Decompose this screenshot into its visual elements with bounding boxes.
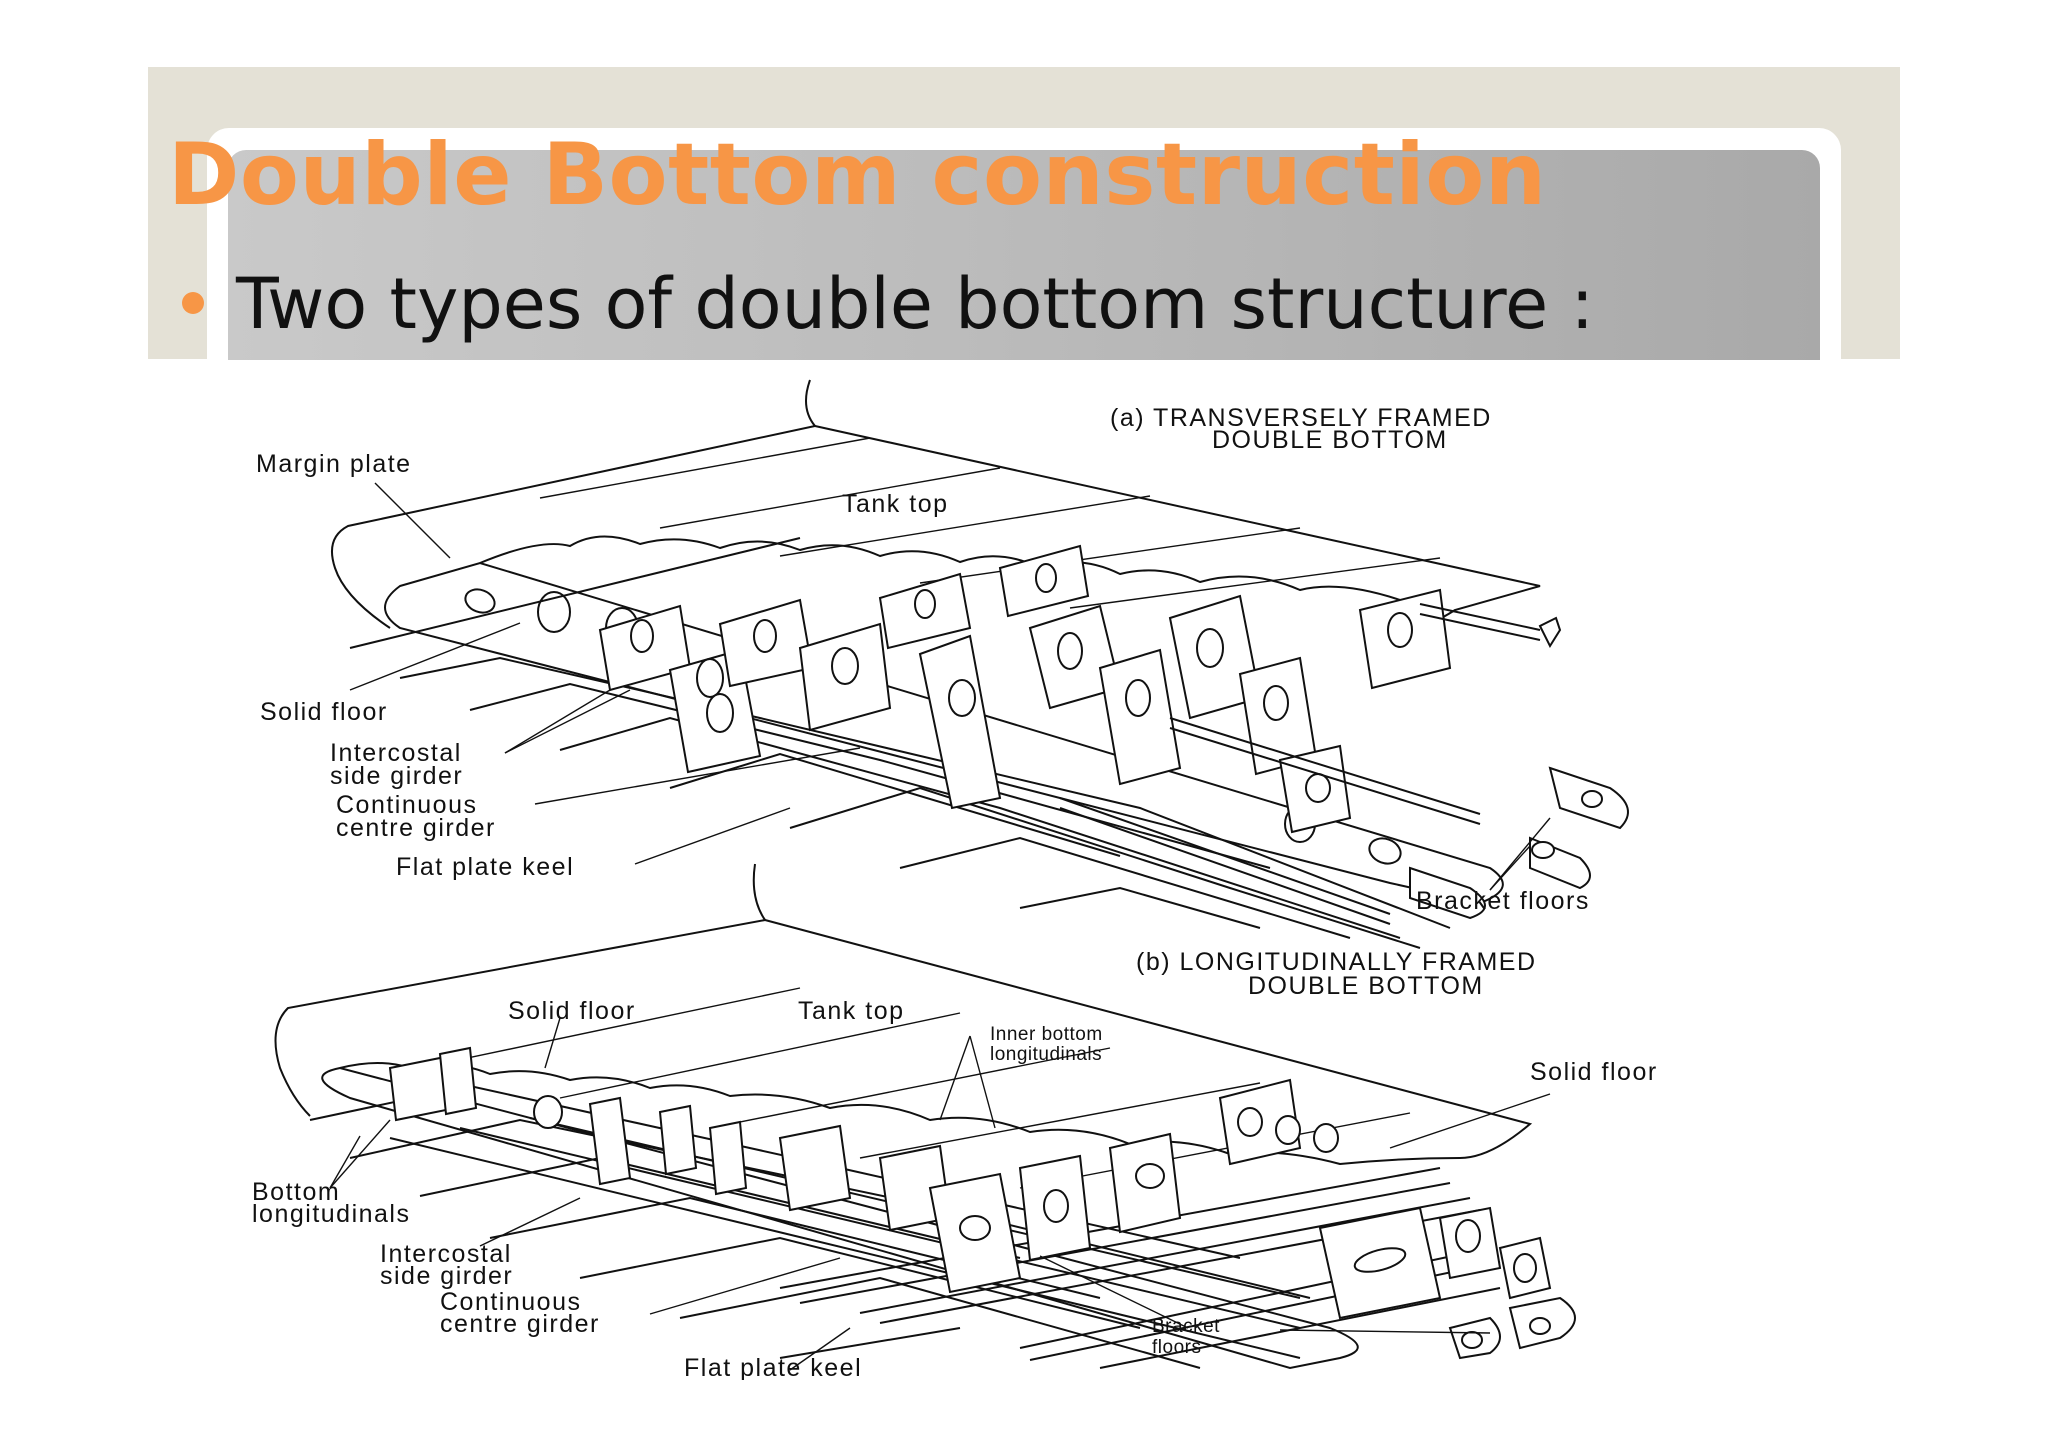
caption-b-line1: (b) LONGITUDINALLY FRAMED bbox=[1136, 948, 1537, 976]
label-inner-bottom-b-2: longitudinals bbox=[990, 1044, 1102, 1065]
slide-header-panel bbox=[228, 150, 1820, 360]
label-intercostal-a-2: side girder bbox=[330, 762, 463, 790]
label-bracket-floors-b-1: Bracket bbox=[1152, 1316, 1220, 1337]
bullet-text: Two types of double bottom structure : bbox=[236, 263, 1595, 345]
label-bottom-longitudinals-b-2: longitudinals bbox=[252, 1200, 411, 1228]
label-intercostal-b-1: Intercostal bbox=[380, 1240, 512, 1268]
label-continuous-b-1: Continuous bbox=[440, 1288, 581, 1316]
label-intercostal-b-2: side girder bbox=[380, 1262, 513, 1290]
label-bracket-floors-b-2: floors bbox=[1152, 1337, 1201, 1358]
solid-floors-b bbox=[388, 1046, 1576, 1360]
label-solid-floor-a: Solid floor bbox=[260, 698, 388, 726]
caption-a-line1: (a) TRANSVERSELY FRAMED bbox=[1110, 404, 1492, 432]
label-tank-top-a: Tank top bbox=[842, 490, 949, 518]
label-intercostal-a-1: Intercostal bbox=[330, 739, 462, 767]
double-bottom-svg: Margin plate Tank top (a) TRANSVERSELY F… bbox=[252, 379, 1658, 1380]
label-solid-floor-b-left: Solid floor bbox=[508, 997, 636, 1025]
label-flat-plate-keel-b: Flat plate keel bbox=[684, 1354, 862, 1380]
label-continuous-a-2: centre girder bbox=[336, 814, 496, 842]
slide-title: Double Bottom construction bbox=[168, 125, 1547, 225]
label-bracket-floors-a: Bracket floors bbox=[1416, 887, 1590, 915]
diagram-b-longitudinal: Solid floor Tank top (b) LONGITUDINALLY … bbox=[252, 863, 1658, 1380]
caption-b-line2: DOUBLE BOTTOM bbox=[1248, 972, 1484, 1000]
caption-a-line2: DOUBLE BOTTOM bbox=[1212, 426, 1448, 454]
double-bottom-diagram: Margin plate Tank top (a) TRANSVERSELY F… bbox=[240, 368, 1740, 1380]
diagram-a-transverse: Margin plate Tank top (a) TRANSVERSELY F… bbox=[256, 379, 1629, 949]
label-continuous-b-2: centre girder bbox=[440, 1310, 600, 1338]
bullet-dot-icon bbox=[182, 292, 204, 314]
label-tank-top-b: Tank top bbox=[798, 997, 905, 1025]
label-continuous-a-1: Continuous bbox=[336, 791, 477, 819]
label-margin-plate-a: Margin plate bbox=[256, 450, 412, 478]
label-inner-bottom-b-1: Inner bottom bbox=[990, 1024, 1103, 1045]
label-flat-plate-keel-a: Flat plate keel bbox=[396, 853, 574, 881]
label-bottom-longitudinals-b-1: Bottom bbox=[252, 1178, 340, 1206]
label-solid-floor-b-right: Solid floor bbox=[1530, 1058, 1658, 1086]
solid-floors-a bbox=[598, 544, 1452, 834]
